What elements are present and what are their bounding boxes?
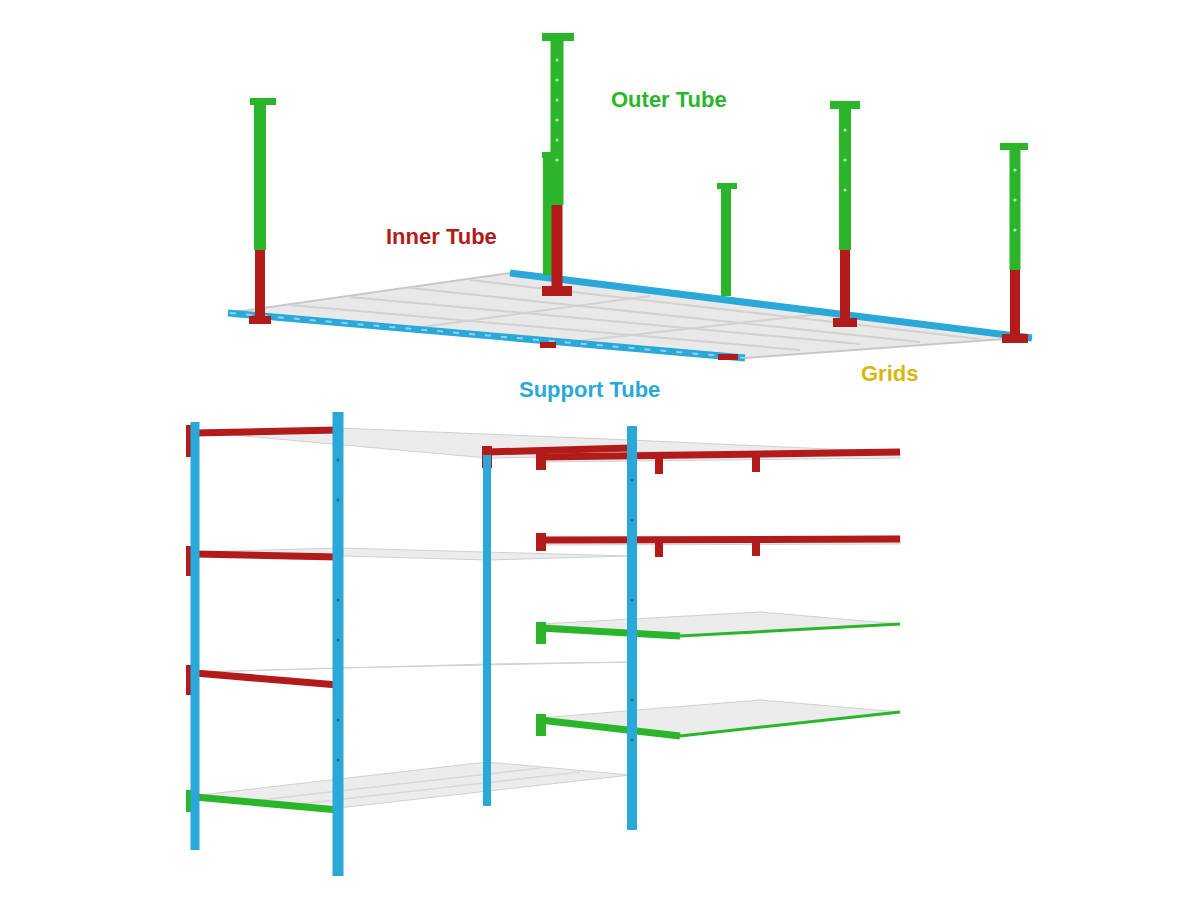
- part-label: Inner Tube: [383, 223, 500, 250]
- part-label: Outer Tube: [608, 86, 730, 113]
- part-label: Support Tube: [516, 376, 663, 403]
- wall-shelving: [186, 412, 900, 876]
- part-label: Grids: [858, 360, 921, 387]
- ceiling-rack: [228, 33, 1032, 360]
